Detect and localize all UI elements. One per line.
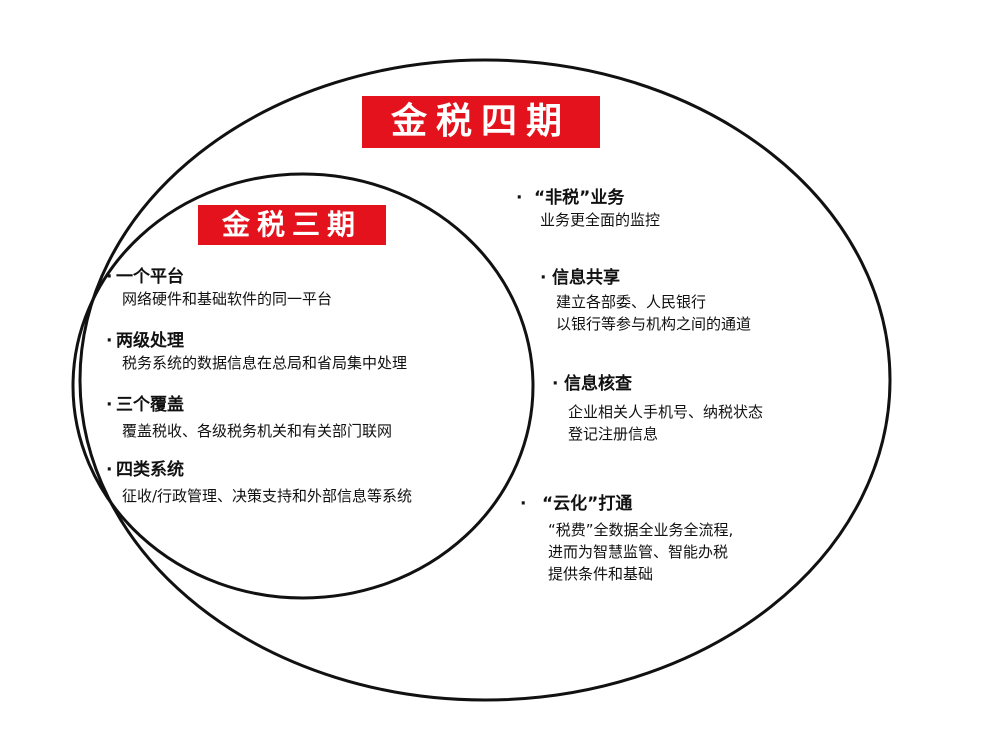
bullet-icon: · — [106, 331, 113, 351]
outer-item-heading: ·“非税”业务 — [516, 188, 625, 208]
inner-item-3: ·三个覆盖 覆盖税收、各级税务机关和有关部门联网 — [106, 394, 392, 442]
inner-item-heading: ·四类系统 — [106, 460, 184, 480]
outer-title: 金税四期 — [362, 96, 600, 148]
outer-ellipse — [78, 58, 892, 702]
outer-item-2: ·信息共享 建立各部委、人民银行 以银行等参与机构之间的通道 — [540, 267, 751, 335]
outer-item-3: ·信息核查 企业相关人手机号、纳税状态 登记注册信息 — [552, 373, 763, 445]
inner-item-desc: 网络硬件和基础软件的同一平台 — [122, 290, 333, 308]
bullet-icon: · — [106, 460, 113, 480]
outer-item-heading: ·信息共享 — [540, 268, 620, 288]
inner-item-heading: ·三个覆盖 — [106, 395, 184, 415]
outer-item-1: ·“非税”业务 业务更全面的监控 — [516, 187, 660, 231]
outer-item-desc: 以银行等参与机构之间的通道 — [556, 315, 752, 333]
outer-item-desc: “税费”全数据全业务全流程, — [548, 521, 734, 539]
bullet-icon: · — [516, 188, 523, 208]
bullet-icon: · — [552, 374, 559, 394]
outer-item-heading: ·“云化”打通 — [520, 494, 633, 514]
outer-item-desc: 企业相关人手机号、纳税状态 — [568, 403, 764, 421]
outer-item-4: ·“云化”打通 “税费”全数据全业务全流程, 进而为智慧监管、智能办税 提供条件… — [520, 493, 733, 585]
outer-item-desc: 建立各部委、人民银行 — [556, 293, 707, 311]
outer-item-desc: 登记注册信息 — [568, 425, 659, 443]
outer-item-desc: 进而为智慧监管、智能办税 — [548, 543, 729, 561]
inner-item-desc: 征收/行政管理、决策支持和外部信息等系统 — [122, 487, 413, 505]
outer-item-heading: ·信息核查 — [552, 374, 632, 394]
inner-item-heading: ·一个平台 — [106, 267, 184, 287]
inner-item-4: ·四类系统 征收/行政管理、决策支持和外部信息等系统 — [106, 459, 412, 507]
inner-item-2: ·两级处理 税务系统的数据信息在总局和省局集中处理 — [106, 330, 407, 374]
inner-ellipse — [71, 172, 535, 600]
inner-item-1: ·一个平台 网络硬件和基础软件的同一平台 — [106, 266, 332, 310]
outer-item-desc: 业务更全面的监控 — [540, 211, 661, 229]
bullet-icon: · — [106, 395, 113, 415]
inner-item-heading: ·两级处理 — [106, 331, 184, 351]
inner-item-desc: 税务系统的数据信息在总局和省局集中处理 — [122, 354, 408, 372]
outer-item-desc: 提供条件和基础 — [548, 565, 654, 583]
inner-title: 金税三期 — [198, 205, 386, 245]
inner-item-desc: 覆盖税收、各级税务机关和有关部门联网 — [122, 422, 393, 440]
bullet-icon: · — [540, 268, 547, 288]
bullet-icon: · — [520, 494, 527, 514]
bullet-icon: · — [106, 267, 113, 287]
